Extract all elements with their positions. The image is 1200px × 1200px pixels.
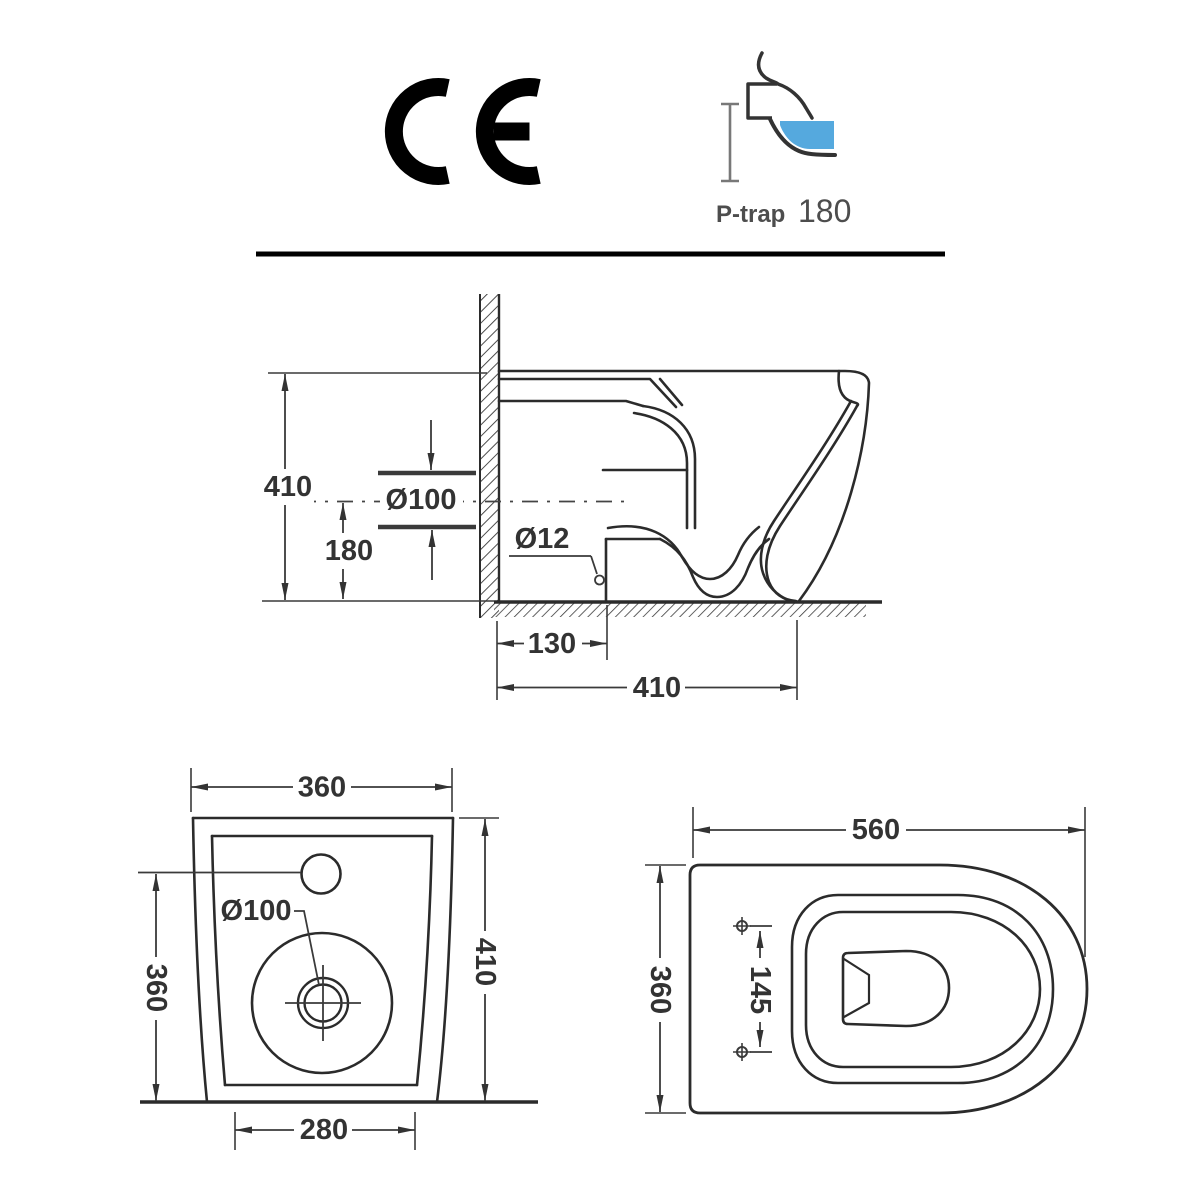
ce-mark: CE xyxy=(384,78,541,185)
front-overall-height-label: 410 xyxy=(469,938,501,986)
fixing-hole-marker xyxy=(594,574,605,586)
side-depth-label: 410 xyxy=(633,672,681,704)
side-view-labels: 410 180 Ø100 Ø12 130 410 xyxy=(262,469,685,704)
top-view: 560 360 145 xyxy=(643,807,1089,1115)
plan-seat-inner xyxy=(804,910,1042,1069)
side-view-dimensions xyxy=(262,372,798,700)
front-top-width-label: 360 xyxy=(298,772,346,804)
plan-seat-outer xyxy=(790,893,1055,1085)
p-trap-bottom-wall xyxy=(768,117,837,157)
ce-letter-e-arc xyxy=(475,78,541,185)
plan-hole-spacing-label: 145 xyxy=(744,966,776,1014)
wall-section xyxy=(479,294,501,618)
front-view: 360 Ø100 360 410 280 xyxy=(138,768,538,1150)
p-trap-water xyxy=(780,121,834,149)
floor-section xyxy=(494,600,882,617)
side-height-label: 410 xyxy=(264,471,312,503)
p-trap-inlet-box xyxy=(746,82,777,120)
side-inlet-diameter-label: Ø100 xyxy=(386,484,457,516)
top-view-labels: 560 360 145 xyxy=(643,813,906,1022)
plan-bowl-funnel xyxy=(842,957,871,1019)
side-inlet-height-label: 180 xyxy=(325,535,373,567)
plan-depth-label: 560 xyxy=(852,814,900,846)
side-offset-label: 130 xyxy=(528,628,576,660)
side-view: 410 180 Ø100 Ø12 130 410 xyxy=(262,294,882,704)
front-left-height-label: 360 xyxy=(140,964,172,1012)
p-trap-label: P-trap xyxy=(716,201,785,228)
front-base-width-label: 280 xyxy=(300,1114,348,1146)
ce-letter-c xyxy=(384,78,450,185)
plan-bowl-opening xyxy=(841,949,951,1028)
toilet-plan-outline xyxy=(688,863,1089,1115)
toilet-side-profile xyxy=(497,369,871,603)
toilet-front-outline xyxy=(191,816,455,1104)
plan-outer-shell xyxy=(688,863,1089,1115)
p-trap-icon: P-trap 180 xyxy=(716,51,851,229)
front-view-labels: 360 Ø100 360 410 280 xyxy=(139,770,502,1146)
outlet-recess xyxy=(250,931,394,1075)
p-trap-value: 180 xyxy=(798,193,851,229)
side-fixing-hole-label: Ø12 xyxy=(515,523,570,555)
front-view-marks xyxy=(138,871,361,1041)
plan-fixing-holes xyxy=(733,917,751,1061)
front-outlet-diameter-label: Ø100 xyxy=(221,895,292,927)
p-trap-gauge xyxy=(721,102,739,183)
inlet-hole xyxy=(300,853,342,895)
plan-width-label: 360 xyxy=(644,966,676,1014)
p-trap-inlet-pipe xyxy=(756,51,814,120)
